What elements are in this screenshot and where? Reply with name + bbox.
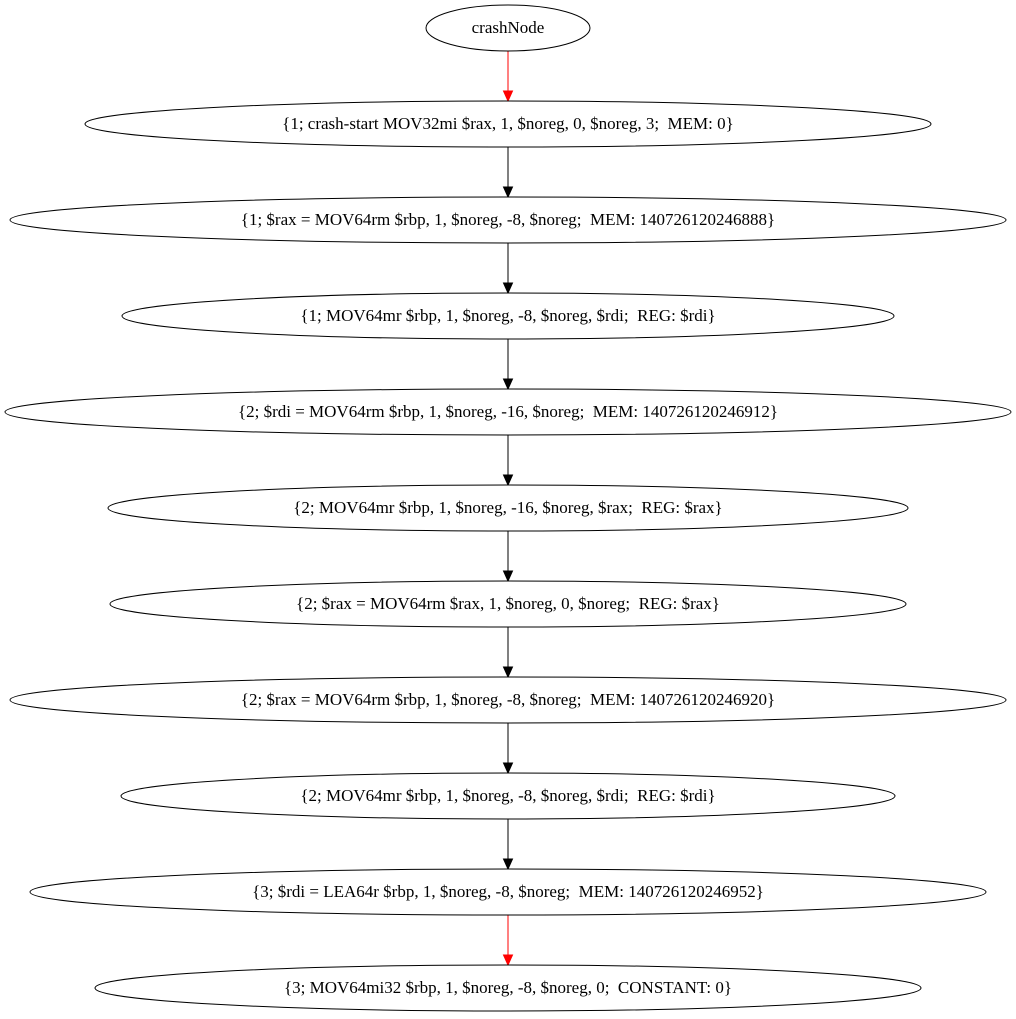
node-label: {3; MOV64mi32 $rbp, 1, $noreg, -8, $nore… bbox=[284, 978, 732, 997]
node-label: crashNode bbox=[472, 18, 545, 37]
graph-node: {1; $rax = MOV64rm $rbp, 1, $noreg, -8, … bbox=[9, 196, 1007, 244]
node-label: {2; $rax = MOV64rm $rax, 1, $noreg, 0, $… bbox=[296, 594, 720, 613]
edges-layer bbox=[502, 51, 514, 967]
graph-node: {1; crash-start MOV32mi $rax, 1, $noreg,… bbox=[84, 100, 932, 148]
graph-node: crashNode bbox=[425, 4, 591, 52]
graph-edge bbox=[502, 339, 514, 391]
graph-node: {3; MOV64mi32 $rbp, 1, $noreg, -8, $nore… bbox=[94, 964, 922, 1012]
graph-edge bbox=[502, 243, 514, 295]
node-ellipse bbox=[94, 964, 922, 1012]
graph-edge bbox=[502, 147, 514, 199]
arrowhead-icon bbox=[502, 378, 514, 391]
node-label: {2; $rdi = MOV64rm $rbp, 1, $noreg, -16,… bbox=[238, 402, 778, 421]
arrowhead-icon bbox=[502, 186, 514, 199]
node-label: {2; MOV64mr $rbp, 1, $noreg, -8, $noreg,… bbox=[300, 786, 715, 805]
graph-node: {2; $rdi = MOV64rm $rbp, 1, $noreg, -16,… bbox=[4, 388, 1012, 436]
graph-edge bbox=[502, 627, 514, 679]
graph-node: {2; MOV64mr $rbp, 1, $noreg, -8, $noreg,… bbox=[120, 772, 896, 820]
node-ellipse bbox=[107, 484, 909, 532]
node-label: {2; MOV64mr $rbp, 1, $noreg, -16, $noreg… bbox=[293, 498, 722, 517]
node-ellipse bbox=[425, 4, 591, 52]
arrowhead-icon bbox=[502, 762, 514, 775]
graph-edge bbox=[502, 723, 514, 775]
node-label: {1; crash-start MOV32mi $rax, 1, $noreg,… bbox=[282, 114, 734, 133]
node-ellipse bbox=[4, 388, 1012, 436]
graph-node: {1; MOV64mr $rbp, 1, $noreg, -8, $noreg,… bbox=[121, 292, 895, 340]
nodes-layer: crashNode {1; crash-start MOV32mi $rax, 1… bbox=[4, 4, 1012, 1012]
node-label: {3; $rdi = LEA64r $rbp, 1, $noreg, -8, $… bbox=[252, 882, 764, 901]
graph-node: {3; $rdi = LEA64r $rbp, 1, $noreg, -8, $… bbox=[29, 868, 987, 916]
graph-edge bbox=[502, 531, 514, 583]
node-ellipse bbox=[9, 676, 1007, 724]
node-ellipse bbox=[84, 100, 932, 148]
arrowhead-icon bbox=[502, 570, 514, 583]
arrowhead-icon bbox=[502, 666, 514, 679]
node-ellipse bbox=[29, 868, 987, 916]
node-label: {1; MOV64mr $rbp, 1, $noreg, -8, $noreg,… bbox=[300, 306, 715, 325]
graph-node: {2; MOV64mr $rbp, 1, $noreg, -16, $noreg… bbox=[107, 484, 909, 532]
node-label: {1; $rax = MOV64rm $rbp, 1, $noreg, -8, … bbox=[241, 210, 775, 229]
node-label: {2; $rax = MOV64rm $rbp, 1, $noreg, -8, … bbox=[241, 690, 775, 709]
arrowhead-icon bbox=[502, 90, 514, 103]
arrowhead-icon bbox=[502, 474, 514, 487]
node-ellipse bbox=[9, 196, 1007, 244]
arrowhead-icon bbox=[502, 858, 514, 871]
node-ellipse bbox=[121, 292, 895, 340]
arrowhead-icon bbox=[502, 282, 514, 295]
graph-node: {2; $rax = MOV64rm $rax, 1, $noreg, 0, $… bbox=[109, 580, 907, 628]
graph-node: {2; $rax = MOV64rm $rbp, 1, $noreg, -8, … bbox=[9, 676, 1007, 724]
node-ellipse bbox=[109, 580, 907, 628]
graph-edge bbox=[502, 51, 514, 103]
node-ellipse bbox=[120, 772, 896, 820]
graph-edge bbox=[502, 819, 514, 871]
graph-edge bbox=[502, 435, 514, 487]
arrowhead-icon bbox=[502, 954, 514, 967]
graph-edge bbox=[502, 915, 514, 967]
